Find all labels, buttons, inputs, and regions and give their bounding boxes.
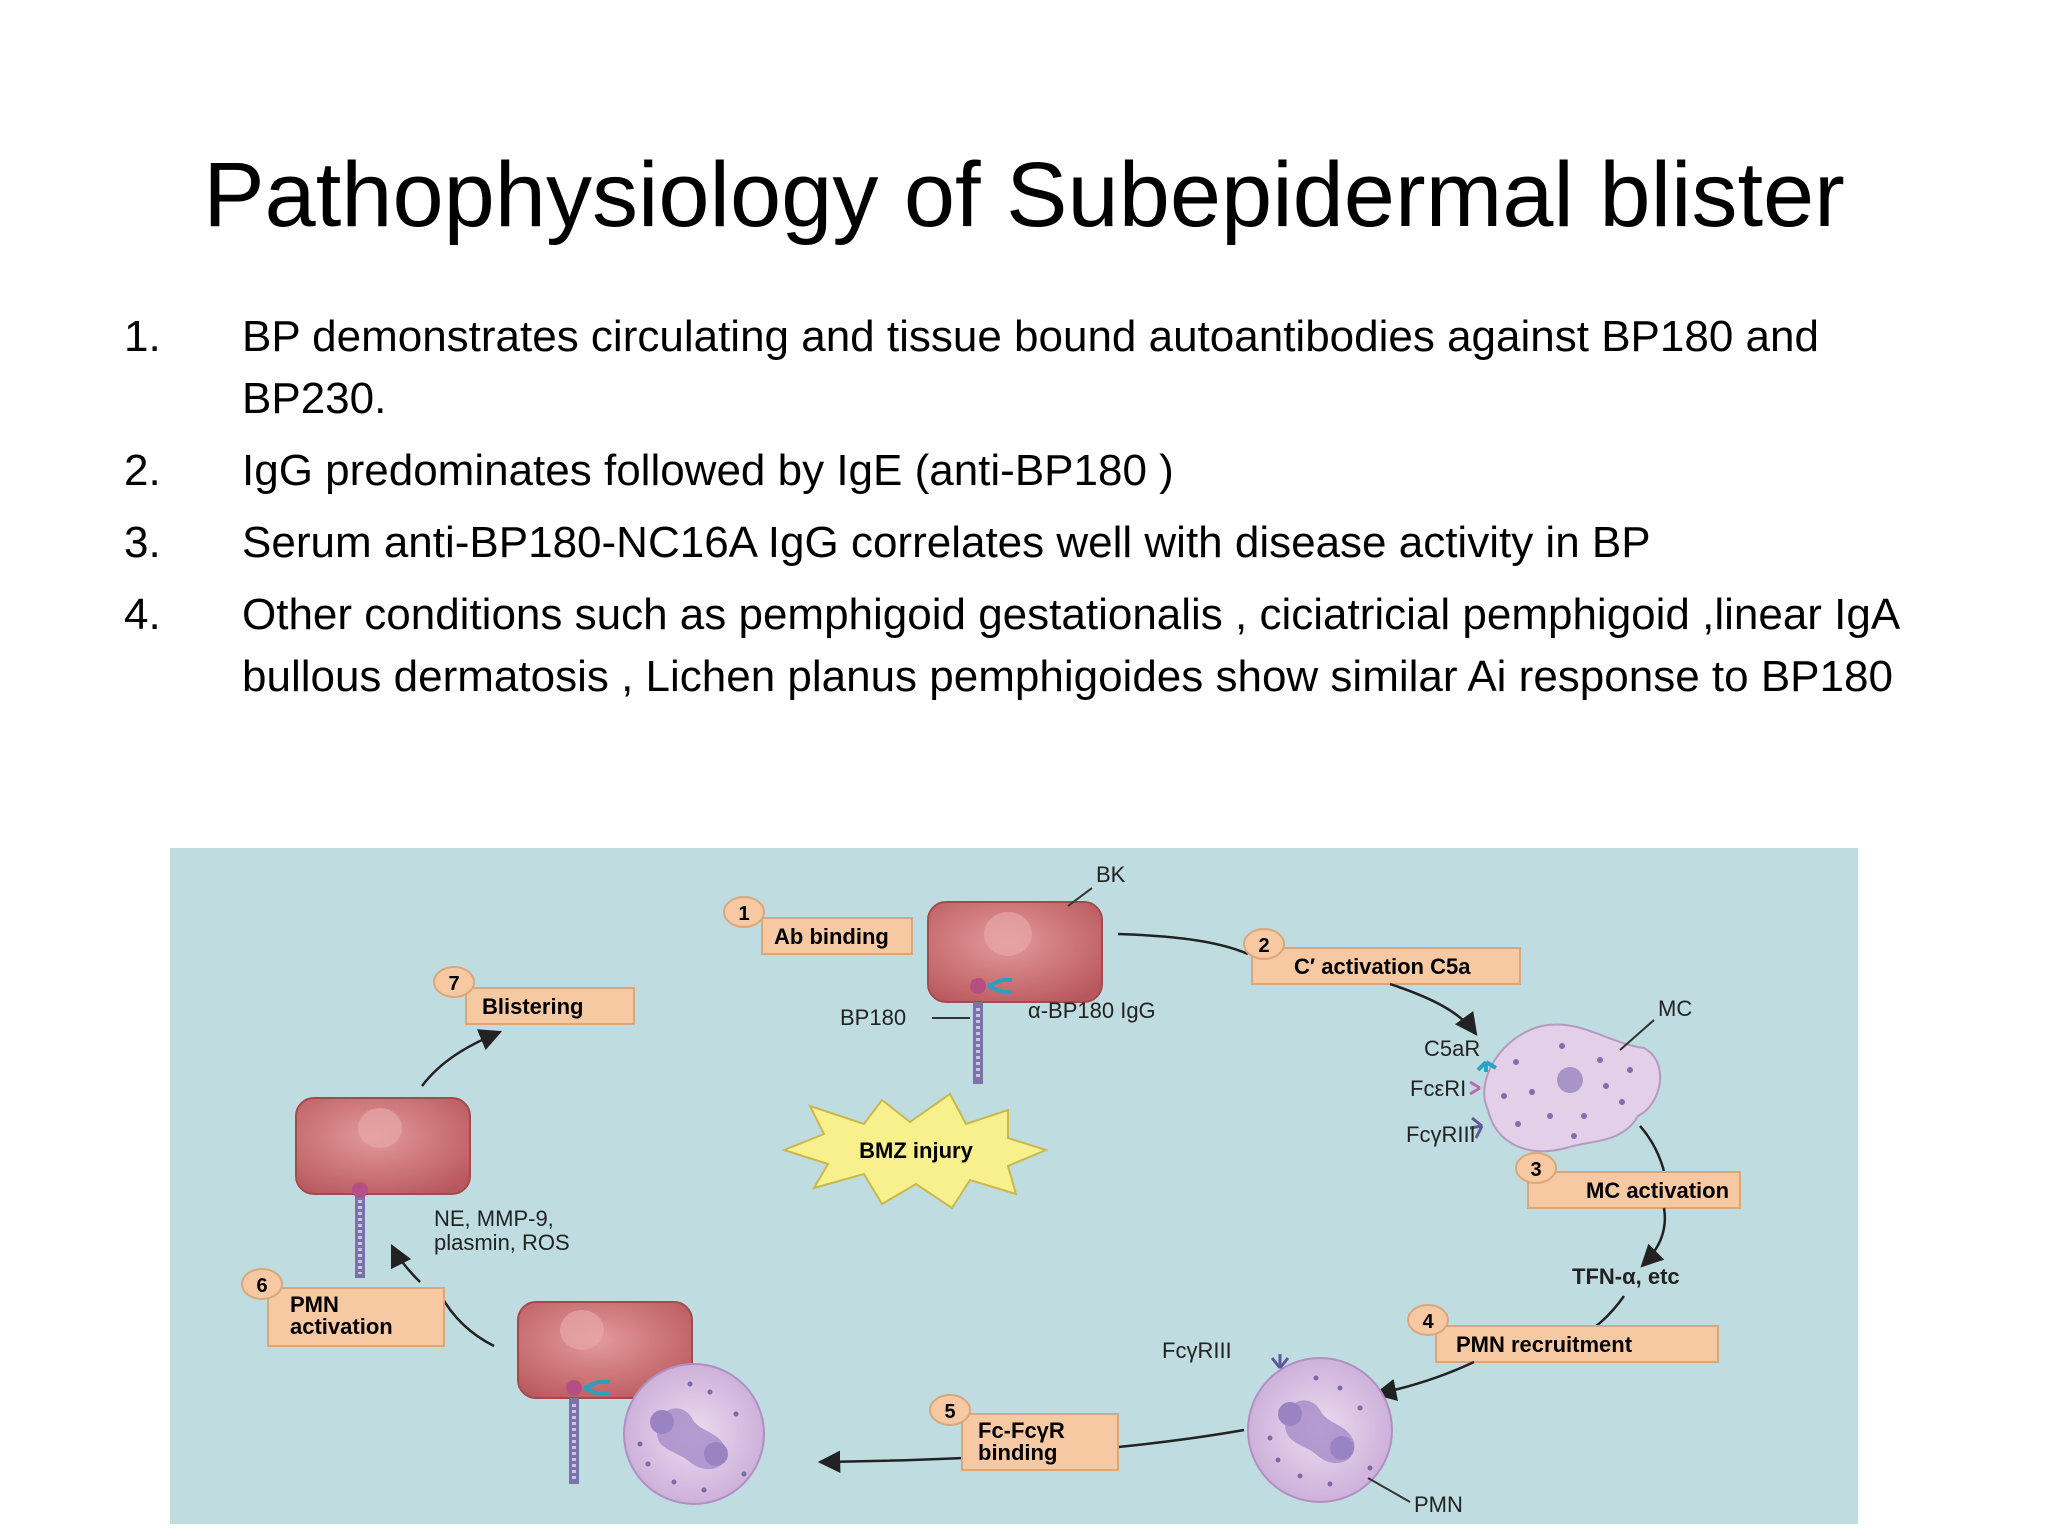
step-7: 7 Blistering: [433, 966, 635, 1025]
svg-text:5: 5: [944, 1401, 955, 1423]
svg-text:PMN: PMN: [290, 1292, 339, 1317]
svg-text:3: 3: [1530, 1159, 1541, 1181]
svg-text:binding: binding: [978, 1440, 1057, 1465]
list-number: 1.: [124, 312, 161, 361]
bmz-label: BMZ injury: [859, 1138, 973, 1163]
arrow-4-pmn: [1373, 1360, 1475, 1402]
step-2: 2 C′ activation C5a: [1243, 928, 1521, 985]
pmn-cell-right: [1247, 1354, 1393, 1503]
step-4: 4 PMN recruitment: [1407, 1304, 1719, 1363]
bullet-list: 1. BP demonstrates circulating and tissu…: [120, 306, 1950, 718]
arrow-6-cell: [390, 1243, 421, 1283]
keratinocyte-bottom: [517, 1301, 693, 1484]
mc-label: MC: [1658, 996, 1692, 1021]
fceri-label: FcεRI: [1410, 1076, 1466, 1101]
keratinocyte-top: [927, 901, 1103, 1084]
svg-text:PMN recruitment: PMN recruitment: [1456, 1332, 1633, 1357]
step-6: 6 PMN activation: [241, 1268, 445, 1347]
bp180-label: BP180: [840, 1005, 906, 1030]
slide-title: Pathophysiology of Subepidermal blister: [203, 144, 1845, 246]
list-item: 2. IgG predominates followed by IgE (ant…: [120, 440, 1950, 502]
list-item: 3. Serum anti-BP180-NC16A IgG correlates…: [120, 512, 1950, 574]
pathophysiology-diagram: BK BP180 α-BP180 IgG 1 Ab binding 2 C′ a…: [170, 848, 1858, 1524]
list-item: 4. Other conditions such as pemphigoid g…: [120, 584, 1950, 708]
list-text: Serum anti-BP180-NC16A IgG correlates we…: [242, 518, 1651, 567]
svg-text:Blistering: Blistering: [482, 994, 583, 1019]
list-text: IgG predominates followed by IgE (anti-B…: [242, 446, 1174, 495]
list-number: 2.: [124, 446, 161, 495]
pmn-pointer: [1367, 1477, 1411, 1503]
arrow-1-2: [1117, 932, 1249, 956]
step-1: 1 Ab binding: [723, 896, 913, 955]
svg-text:activation: activation: [290, 1314, 393, 1339]
list-number: 3.: [124, 518, 161, 567]
arrow-2-mc: [1389, 982, 1478, 1036]
step-number: 1: [738, 903, 749, 925]
step-5: 5 Fc-FcγR binding: [929, 1394, 1119, 1471]
arrow-3-tnf: [1640, 1207, 1667, 1268]
bk-label: BK: [1096, 862, 1126, 887]
arrow-cell-7: [421, 1029, 503, 1087]
igg-label: α-BP180 IgG: [1028, 998, 1156, 1023]
svg-text:Fc-FcγR: Fc-FcγR: [978, 1418, 1065, 1443]
svg-text:4: 4: [1422, 1311, 1434, 1333]
svg-text:2: 2: [1258, 935, 1269, 957]
list-text: BP demonstrates circulating and tissue b…: [242, 312, 1819, 423]
list-item: 1. BP demonstrates circulating and tissu…: [120, 306, 1950, 430]
fcgriii-pmn-label: FcγRIII: [1162, 1338, 1232, 1363]
bk-pointer: [1067, 887, 1093, 907]
svg-text:C′ activation C5a: C′ activation C5a: [1294, 954, 1471, 979]
keratinocyte-left: [295, 1097, 471, 1278]
bmz-injury-star: BMZ injury: [781, 1092, 1049, 1210]
step-label: Ab binding: [774, 924, 889, 949]
pmn-cell-bound: [623, 1363, 765, 1505]
mast-cell: [1469, 1023, 1662, 1153]
step-3: 3 MC activation: [1515, 1152, 1741, 1209]
svg-text:6: 6: [256, 1275, 267, 1297]
c5ar-label: C5aR: [1424, 1036, 1480, 1061]
list-number: 4.: [124, 590, 161, 639]
list-text: Other conditions such as pemphigoid gest…: [242, 590, 1898, 701]
diagram-svg: BK BP180 α-BP180 IgG 1 Ab binding 2 C′ a…: [170, 848, 1858, 1524]
mediators-label: NE, MMP-9,: [434, 1206, 554, 1231]
fcgriii-mc-label: FcγRIII: [1406, 1122, 1476, 1147]
mc-pointer: [1619, 1019, 1655, 1051]
mediators-label-2: plasmin, ROS: [434, 1230, 570, 1255]
pmn-label: PMN: [1414, 1492, 1463, 1517]
tnf-label: TFN-α, etc: [1572, 1264, 1680, 1289]
svg-text:MC activation: MC activation: [1586, 1178, 1729, 1203]
svg-text:7: 7: [448, 973, 459, 995]
